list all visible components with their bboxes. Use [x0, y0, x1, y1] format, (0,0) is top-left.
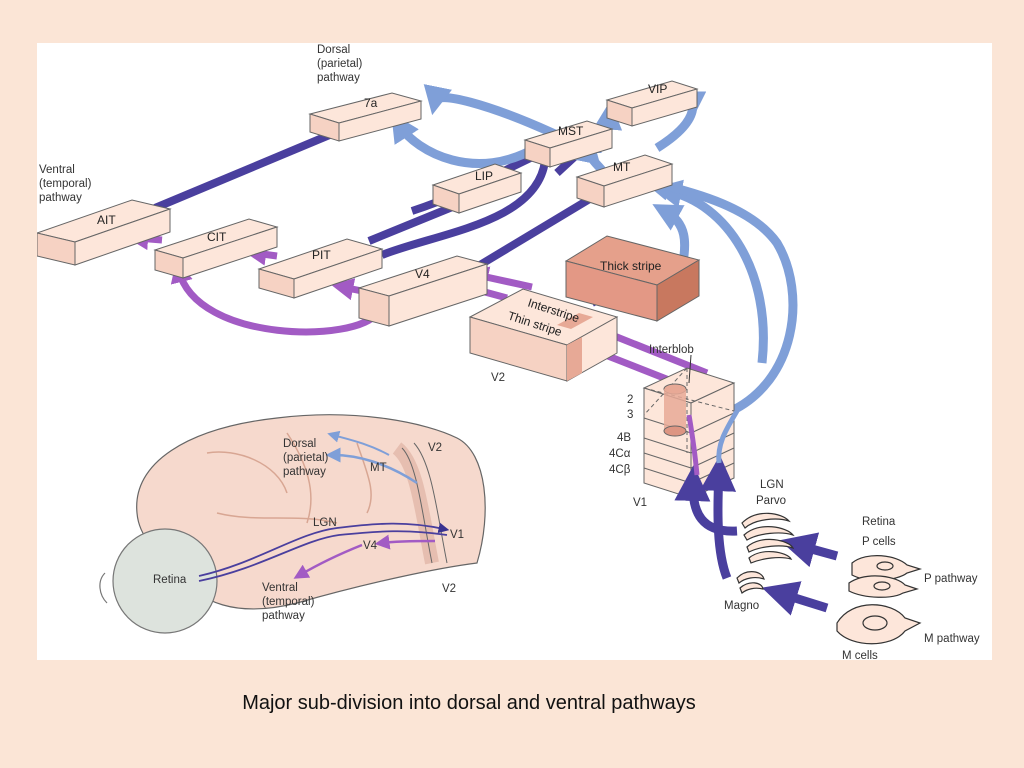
lgn-to-v1-arrows	[674, 455, 839, 616]
label-layer-4b: 4B	[617, 432, 631, 444]
label-brain-v1: V1	[450, 529, 464, 541]
label-parvo: Parvo	[756, 495, 786, 507]
band-pit-mst	[380, 160, 549, 259]
area-v4: V4	[415, 267, 430, 281]
label-dorsal-brain-3: pathway	[283, 466, 326, 478]
arrow-4c-to-4b	[716, 409, 740, 464]
label-m-cells: M cells	[842, 650, 878, 660]
label-layer-2: 2	[627, 394, 633, 406]
arrow-4cb-to-blob	[686, 414, 700, 476]
label-retina-right: Retina	[862, 516, 896, 528]
dark-pathway-bands	[153, 110, 625, 307]
band-v4-mt	[467, 193, 596, 275]
label-dorsal-brain-1: Dorsal	[283, 438, 316, 450]
area-mst: MST	[558, 124, 584, 138]
arrow-parvo-to-v1	[674, 465, 738, 536]
box-thick-stripe	[564, 235, 701, 322]
pathway-figure: Dorsal (parietal) pathway Ventral (tempo…	[37, 43, 992, 660]
box-vip	[605, 80, 699, 127]
label-ventral-brain-1: Ventral	[262, 582, 298, 594]
label-ventral-top-1: Ventral	[39, 164, 75, 176]
box-mt	[575, 154, 674, 208]
area-lip: LIP	[475, 169, 493, 183]
box-mst	[523, 120, 614, 168]
arrow-v1-to-mt	[652, 179, 768, 364]
label-dorsal-brain-2: (parietal)	[283, 452, 329, 464]
v1-internal-arrows	[686, 409, 740, 476]
label-layer-4cb: 4Cβ	[609, 464, 631, 476]
arrow-v1-to-interstripe	[591, 324, 709, 377]
label-brain-v4: V4	[363, 540, 378, 552]
area-cit: CIT	[207, 230, 227, 244]
area-boxes	[37, 80, 736, 499]
area-vip: VIP	[648, 82, 667, 96]
slide-caption: Major sub-division into dorsal and ventr…	[242, 692, 696, 714]
label-magno: Magno	[724, 600, 759, 612]
label-ventral-top-3: pathway	[39, 192, 82, 204]
box-ait	[37, 199, 172, 266]
label-p-cells: P cells	[862, 536, 896, 548]
lgn-nucleus	[736, 512, 795, 594]
label-layer-4ca: 4Cα	[609, 448, 631, 460]
label-v2: V2	[491, 372, 505, 384]
brain-lgn-arrow-1	[198, 522, 450, 577]
box-7a	[308, 92, 423, 142]
label-ventral-top-2: (temporal)	[39, 178, 92, 190]
arrow-mst-to-7a	[423, 83, 559, 140]
retinal-cells	[836, 555, 923, 645]
box-lip	[431, 163, 523, 214]
area-7a: 7a	[364, 96, 378, 110]
label-v1: V1	[633, 497, 647, 509]
arrow-v1-4b-to-mt	[640, 172, 798, 418]
label-dorsal-top-2: (parietal)	[317, 58, 363, 70]
brain-inset	[99, 414, 486, 634]
arrow-mst-to-7a-2	[391, 112, 540, 168]
box-pit	[257, 238, 384, 299]
label-ventral-brain-3: pathway	[262, 610, 305, 622]
label-ventral-brain-2: (temporal)	[262, 596, 315, 608]
label-m-pathway: M pathway	[924, 633, 980, 645]
label-p-pathway: P pathway	[924, 573, 978, 585]
label-brain-retina: Retina	[153, 574, 187, 586]
area-mt: MT	[613, 160, 631, 174]
label-dorsal-top-3: pathway	[317, 72, 360, 84]
area-ait: AIT	[97, 213, 116, 227]
band-ait-7a	[153, 127, 341, 212]
label-interblob: Interblob	[649, 344, 694, 356]
arrow-magno-to-v1	[700, 455, 737, 580]
label-layer-3: 3	[627, 409, 633, 421]
visual-pathway-diagram: Dorsal (parietal) pathway Ventral (tempo…	[37, 44, 980, 660]
arrow-p-cells-to-parvo	[779, 532, 839, 568]
arrow-v4-to-cit-curve	[170, 260, 380, 336]
label-brain-v2-bottom: V2	[442, 583, 456, 595]
label-lgn: LGN	[760, 479, 784, 491]
label-brain-v2-top: V2	[428, 442, 442, 454]
label-brain-lgn: LGN	[313, 517, 337, 529]
area-thick-stripe: Thick stripe	[600, 259, 662, 273]
arrow-m-cells-to-magno	[761, 581, 829, 616]
area-pit: PIT	[312, 248, 331, 262]
box-cit	[153, 218, 279, 279]
label-brain-mt: MT	[370, 462, 387, 474]
diagram-labels: Dorsal (parietal) pathway Ventral (tempo…	[39, 44, 980, 660]
brain-eyeball	[112, 528, 218, 634]
box-v2-stripes	[468, 288, 619, 382]
box-v4	[357, 255, 489, 327]
label-dorsal-top-1: Dorsal	[317, 44, 350, 56]
